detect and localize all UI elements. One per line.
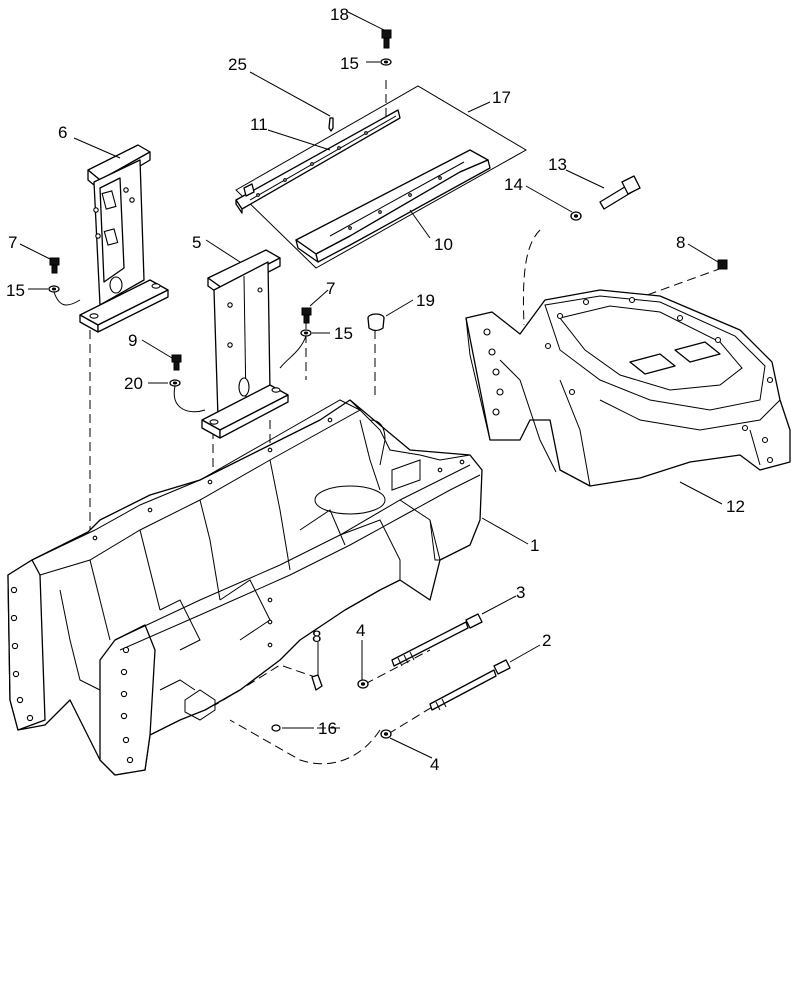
part-13-bolt (599, 175, 641, 210)
part-2-stud (429, 659, 511, 711)
callout-14: 14 (504, 175, 523, 194)
callout-12: 12 (726, 497, 745, 516)
callout-8-bottom: 8 (312, 627, 321, 646)
callout-25: 25 (228, 55, 247, 74)
part-25-pin (328, 117, 334, 132)
part-16-plug (271, 724, 281, 732)
callout-8-top: 8 (676, 233, 685, 252)
part-1-frame (7, 399, 483, 776)
part-8-plug-bottom (311, 674, 323, 691)
callout-18: 18 (330, 5, 349, 24)
part-7-bolt-right (301, 307, 312, 324)
leader-lines (19, 11, 723, 759)
callout-20: 20 (124, 374, 143, 393)
callout-7-right: 7 (326, 279, 335, 298)
part-15-washer-right (300, 329, 312, 337)
part-15-washer-top (380, 58, 392, 66)
part-8-plug-top (717, 259, 728, 270)
callout-17: 17 (492, 88, 511, 107)
part-20-washer (169, 379, 181, 387)
callout-13: 13 (548, 155, 567, 174)
part-12-housing (465, 289, 791, 487)
part-3-stud (391, 613, 483, 667)
callout-9: 9 (128, 331, 137, 350)
callout-6: 6 (58, 123, 67, 142)
part-7-bolt-left (49, 257, 60, 274)
part-4-washer-a (357, 679, 369, 689)
callout-2: 2 (542, 631, 551, 650)
part-6-bracket (79, 144, 169, 333)
callout-19: 19 (416, 291, 435, 310)
part-18-bolt (381, 29, 392, 49)
part-5-bracket (201, 249, 289, 439)
callout-4-upper: 4 (356, 621, 365, 640)
part-19-plug (367, 313, 385, 332)
callout-15-left: 15 (6, 281, 25, 300)
part-9-bolt (171, 354, 182, 371)
part-10-plate (295, 149, 491, 263)
callout-11: 11 (250, 115, 268, 134)
part-17-frame (235, 85, 528, 269)
callout-10: 10 (434, 235, 453, 254)
callout-15-right: 15 (334, 324, 353, 343)
part-15-washer-left (48, 285, 60, 293)
callout-15-top: 15 (340, 54, 359, 73)
part-4-washer-b (380, 729, 392, 739)
callout-16: 16 (318, 719, 337, 738)
callout-7-left: 7 (8, 233, 17, 252)
callout-5: 5 (192, 233, 201, 252)
callout-3: 3 (516, 583, 525, 602)
callout-4-lower: 4 (430, 755, 439, 774)
part-11-strip (235, 109, 401, 214)
part-14-washer (570, 211, 582, 221)
callout-1: 1 (530, 536, 539, 555)
callout-labels: 18 15 25 11 17 6 13 14 7 5 10 8 15 7 19 … (6, 5, 745, 774)
